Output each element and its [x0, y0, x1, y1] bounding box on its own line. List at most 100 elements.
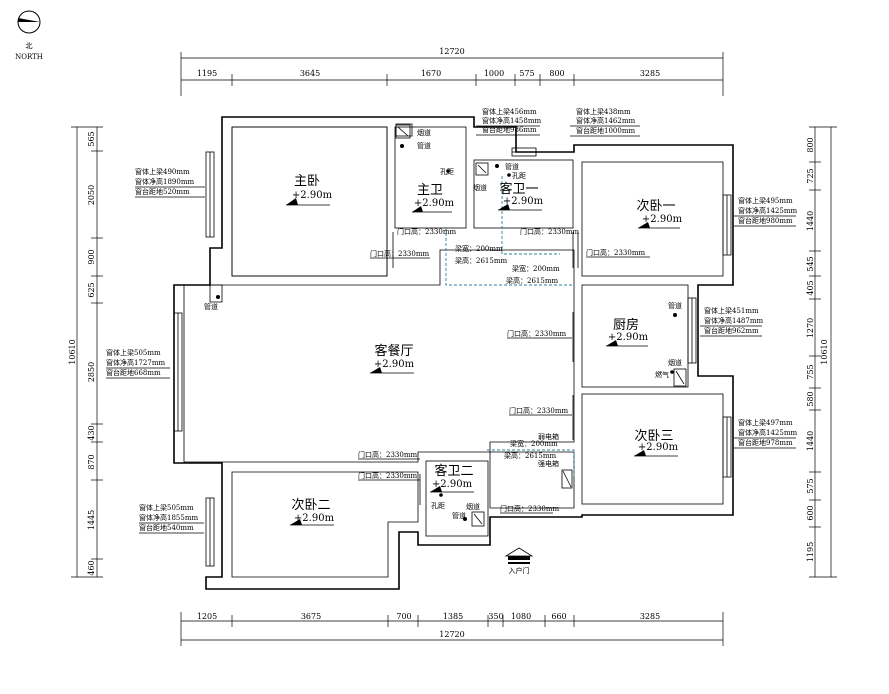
guest-bath-1-outline — [473, 159, 574, 229]
svg-text:窗体上梁505mm: 窗体上梁505mm — [139, 503, 194, 512]
svg-text:窗体上梁495mm: 窗体上梁495mm — [738, 196, 793, 205]
top-dim-1: 1195 — [197, 69, 217, 78]
compass-cn: 北 — [26, 42, 33, 50]
beam-2-height: 梁高：2615mm — [506, 276, 558, 285]
master-bedroom-outline — [231, 126, 388, 277]
label-hole-2: 孔距 — [512, 172, 526, 180]
right-dim-10: 575 — [806, 478, 815, 493]
window-spec-guest-bath-1: 窗体上梁438mm 窗体净高1462mm 窗台距地1000mm — [570, 107, 640, 137]
svg-text:窗台距地520mm: 窗台距地520mm — [135, 187, 190, 196]
compass: 北 NORTH — [15, 10, 43, 61]
bottom-dim-5: 350 — [488, 612, 503, 621]
beam-1-height: 梁高：2615mm — [455, 256, 507, 265]
right-dim-5: 405 — [806, 280, 815, 295]
label-flue-3: 烟道 — [668, 358, 682, 367]
top-dim-5: 575 — [519, 69, 534, 78]
room-level-bedroom-3: +2.90m — [638, 442, 679, 453]
door-height-8: 门口高：2330mm — [358, 471, 417, 480]
flue-box-icon-2 — [475, 162, 489, 176]
svg-text:窗体上梁456mm: 窗体上梁456mm — [482, 107, 537, 116]
left-dim-4: 625 — [87, 282, 96, 297]
label-gas: 燃气 — [655, 370, 669, 379]
flue-box-icon — [395, 124, 411, 139]
room-name-kitchen: 厨房 — [613, 317, 639, 333]
beam-1-width: 梁宽：200mm — [455, 244, 503, 253]
top-total-dim: 12720 — [439, 47, 464, 56]
right-total-dim: 10610 — [820, 339, 829, 364]
room-level-master-bath: +2.90m — [414, 198, 455, 209]
right-dim-9: 1440 — [806, 431, 815, 451]
top-dimensions: 12720 1195 3645 1670 1000 575 800 3285 — [180, 47, 724, 96]
label-pipe-3: 管道 — [204, 302, 218, 311]
right-dim-2: 725 — [806, 168, 815, 183]
svg-text:窗体上梁490mm: 窗体上梁490mm — [135, 167, 190, 176]
window-spec-kitchen: 窗体上梁451mm 窗体净高1487mm 窗台距地962mm — [700, 306, 763, 337]
top-dim-3: 1670 — [421, 69, 441, 78]
svg-text:窗体净高1458mm: 窗体净高1458mm — [482, 116, 541, 125]
svg-text:窗台距地1000mm: 窗台距地1000mm — [576, 126, 635, 135]
svg-text:窗体净高1487mm: 窗体净高1487mm — [704, 316, 763, 325]
electric-box-icon — [561, 469, 573, 489]
svg-text:窗台距地986mm: 窗台距地986mm — [482, 125, 537, 134]
door-height-6: 门口高：2330mm — [509, 406, 568, 415]
door-height-4: 门口高：2330mm — [586, 248, 645, 257]
bottom-dim-2: 3675 — [301, 612, 321, 621]
beam-3-height: 梁高：2615mm — [504, 451, 556, 460]
door-height-7: 门口高：2330mm — [358, 450, 417, 459]
window-spec-bedroom-1: 窗体上梁495mm 窗体净高1425mm 窗台距地980mm — [734, 196, 797, 227]
label-pipe-2: 管道 — [505, 162, 519, 171]
room-level-bedroom-1: +2.90m — [642, 214, 683, 225]
window-spec-master-bath: 窗体上梁456mm 窗体净高1458mm 窗台距地986mm — [476, 107, 541, 136]
room-level-kitchen: +2.90m — [608, 332, 649, 343]
door-heights: 门口高：2330mm 门口高：2330mm 门口高：2330mm 门口高：233… — [358, 227, 650, 514]
door-height-9: 门口高：2330mm — [500, 504, 559, 513]
top-dim-2: 3645 — [300, 69, 320, 78]
left-dim-6: 430 — [87, 425, 96, 440]
left-dim-1: 565 — [87, 131, 96, 146]
right-dim-11: 600 — [806, 505, 815, 520]
svg-text:窗体上梁497mm: 窗体上梁497mm — [738, 418, 793, 427]
master-bath-outline — [394, 126, 467, 229]
room-level-master-bedroom: +2.90m — [292, 190, 333, 201]
left-dim-3: 900 — [87, 249, 96, 264]
bottom-total-dim: 12720 — [439, 630, 464, 639]
living-outline — [183, 249, 575, 509]
svg-text:窗体净高1425mm: 窗体净高1425mm — [738, 428, 797, 437]
svg-text:窗台距地978mm: 窗台距地978mm — [738, 438, 793, 447]
beam-3-width: 梁宽：200mm — [510, 439, 558, 448]
svg-text:窗体上梁451mm: 窗体上梁451mm — [704, 306, 759, 315]
svg-text:窗体净高1855mm: 窗体净高1855mm — [139, 513, 198, 522]
label-hole-1: 孔距 — [440, 168, 454, 176]
svg-text:窗体净高1462mm: 窗体净高1462mm — [576, 116, 635, 125]
label-flue-1: 烟道 — [417, 128, 431, 137]
window-spec-bedroom-2: 窗体上梁505mm 窗体净高1855mm 窗台距地540mm — [139, 503, 204, 534]
right-dimensions: 10610 800 725 1440 545 405 1270 755 580 … — [806, 126, 837, 578]
fixtures — [209, 124, 687, 564]
room-level-guest-bath-2: +2.90m — [432, 479, 473, 490]
left-total-dim: 10610 — [68, 339, 77, 364]
room-level-guest-bath-1: +2.90m — [503, 196, 544, 207]
right-dim-8: 580 — [806, 391, 815, 406]
svg-text:窗体净高1890mm: 窗体净高1890mm — [135, 177, 194, 186]
door-height-1: 门口高：2330mm — [370, 249, 429, 258]
svg-text:窗台距地540mm: 窗台距地540mm — [139, 523, 194, 532]
left-dim-7: 870 — [87, 454, 96, 469]
pipe-icon — [400, 144, 404, 148]
left-dim-2: 2050 — [87, 185, 96, 205]
label-weak-box: 弱电箱 — [538, 432, 559, 441]
right-dim-3: 1440 — [806, 211, 815, 231]
label-flue-2: 烟道 — [473, 183, 487, 192]
label-flue-4: 烟道 — [466, 502, 480, 511]
door-height-2: 门口高：2330mm — [397, 227, 456, 236]
label-strong-box: 强电箱 — [538, 459, 559, 468]
bottom-dim-4: 1385 — [443, 612, 463, 621]
room-name-master-bath: 主卫 — [417, 183, 443, 198]
bedroom-2-outline — [231, 471, 419, 578]
bottom-dim-7: 660 — [551, 612, 566, 621]
room-name-bedroom-2: 次卧二 — [291, 497, 330, 513]
beam-labels: 梁宽：200mm 梁高：2615mm 梁宽：200mm 梁高：2615mm 梁宽… — [455, 244, 560, 460]
room-labels: 主卧 +2.90m 主卫 +2.90m 客卫一 +2.90m 次卧一 +2.90… — [286, 174, 683, 526]
window-spec-living: 窗体上梁505mm 窗体净高1727mm 窗台距地668mm — [106, 348, 170, 379]
label-hole-3: 孔距 — [431, 502, 445, 510]
